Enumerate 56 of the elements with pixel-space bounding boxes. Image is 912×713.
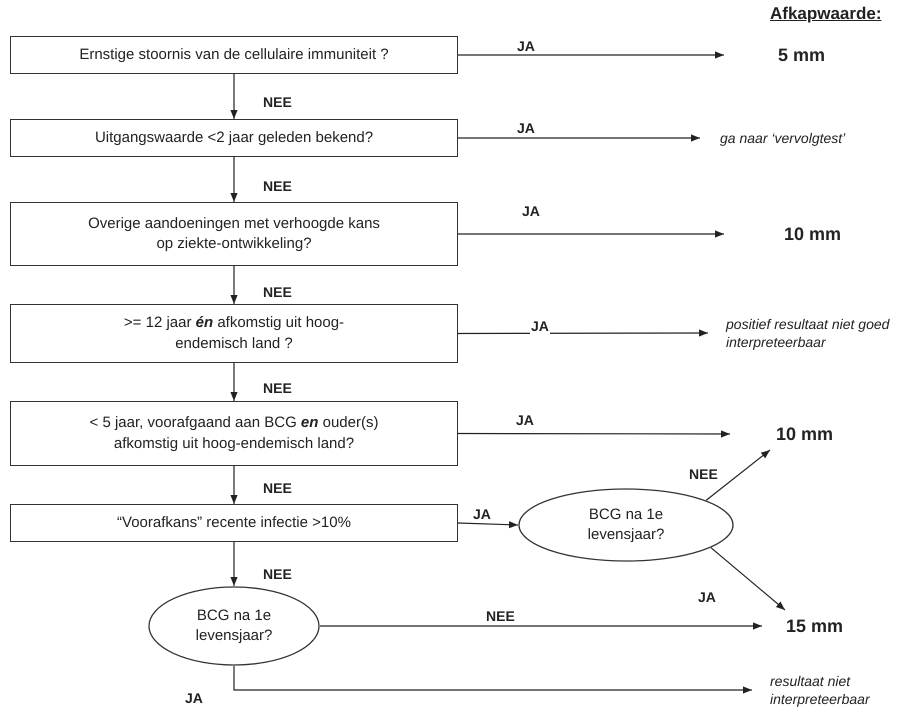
note-text: positief resultaat niet goed interpreteerbaar bbox=[726, 314, 891, 352]
edge-label: JA bbox=[515, 412, 535, 428]
question-box bbox=[10, 504, 458, 542]
edge-label: NEE bbox=[262, 178, 293, 194]
arrow bbox=[320, 622, 762, 630]
edge-label: NEE bbox=[485, 608, 516, 624]
question-box bbox=[10, 202, 458, 266]
edge-label: JA bbox=[516, 38, 536, 54]
edge-label: JA bbox=[472, 506, 492, 522]
question-text: BCG na 1e levensjaar? bbox=[586, 504, 666, 545]
arrow bbox=[458, 230, 724, 238]
edge-label: NEE bbox=[262, 94, 293, 110]
arrow bbox=[233, 666, 752, 694]
arrow bbox=[710, 547, 786, 610]
edge-label: NEE bbox=[262, 566, 293, 582]
question-box bbox=[10, 36, 458, 74]
decision-ellipse bbox=[148, 586, 320, 666]
question-box bbox=[10, 119, 458, 157]
edge-label: NEE bbox=[688, 466, 719, 482]
question-text: >= 12 jaar én afkomstig uit hoog-endemisch land ? bbox=[122, 313, 346, 354]
question-box bbox=[10, 304, 458, 363]
decision-ellipse bbox=[518, 488, 734, 562]
column-heading: Afkapwaarde: bbox=[770, 4, 882, 24]
note-text: resultaat niet interpreteerbaar bbox=[770, 672, 871, 708]
arrow bbox=[706, 450, 770, 501]
cutoff-value: 5 mm bbox=[778, 44, 826, 67]
edge-label: JA bbox=[521, 203, 541, 219]
arrow bbox=[458, 134, 700, 142]
question-text: < 5 jaar, voorafgaand aan BCG en ouder(s) afkomstig uit hoog-endemisch land? bbox=[88, 413, 380, 454]
note-text: ga naar ‘vervolgtest’ bbox=[720, 128, 846, 148]
edge-label: JA bbox=[184, 690, 204, 706]
arrow bbox=[230, 157, 238, 202]
arrow bbox=[458, 521, 518, 528]
cutoff-value: 10 mm bbox=[776, 422, 834, 446]
edge-label: JA bbox=[697, 589, 717, 605]
edge-label: NEE bbox=[262, 284, 293, 300]
question-text: “Voorafkans” recente infectie >10% bbox=[117, 512, 351, 533]
cutoff-value: 15 mm bbox=[786, 614, 844, 638]
edge-label: NEE bbox=[262, 380, 293, 396]
arrow bbox=[458, 329, 708, 337]
question-text: Uitgangswaarde <2 jaar geleden bekend? bbox=[94, 128, 374, 148]
arrow bbox=[458, 430, 730, 438]
question-text: BCG na 1e levensjaar? bbox=[194, 606, 274, 646]
arrow bbox=[230, 266, 238, 304]
edge-label: JA bbox=[530, 318, 550, 334]
cutoff-value: 10 mm bbox=[784, 222, 842, 246]
arrow bbox=[230, 542, 238, 586]
arrow bbox=[458, 51, 724, 59]
arrow bbox=[230, 74, 238, 119]
arrow bbox=[230, 363, 238, 401]
question-text: Ernstige stoornis van de cellulaire immuniteit ? bbox=[79, 44, 389, 65]
edge-label: NEE bbox=[262, 480, 293, 496]
question-text: Overige aandoeningen met verhoogde kans op ziekte-ontwikkeling? bbox=[87, 214, 381, 254]
question-box bbox=[10, 401, 458, 466]
arrow bbox=[230, 466, 238, 504]
edge-label: JA bbox=[516, 120, 536, 136]
